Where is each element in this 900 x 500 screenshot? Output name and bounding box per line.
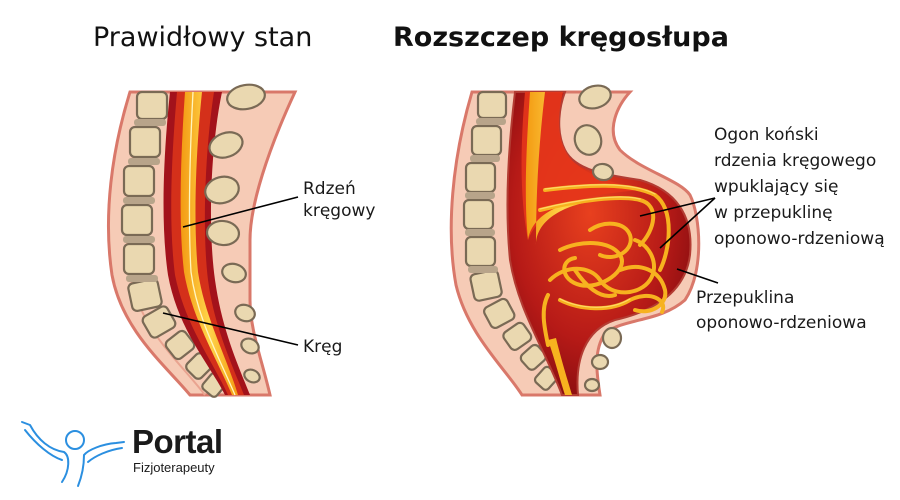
label-spinal-cord-line1: Rdzeń (303, 179, 356, 199)
leader-line-vertebra (162, 312, 299, 346)
label-meningomyelocele: Przepuklina oponowo-rdzeniowa (696, 286, 867, 336)
label-meningo-line1: Przepuklina (696, 288, 795, 308)
person-arms-raised-icon (21, 421, 125, 487)
leader-line-cauda-2 (659, 197, 716, 249)
label-spinal-cord-line2: kręgowy (303, 201, 376, 221)
label-cauda-line4: w przepuklinę (714, 203, 833, 223)
title-spina-bifida: Rozszczep kręgosłupa (393, 22, 729, 53)
logo-subtitle: Fizjoterapeuty (133, 460, 215, 475)
label-cauda-line2: rdzenia kręgowego (714, 151, 877, 171)
normal-spine-diagram (106, 83, 299, 398)
label-cauda-line5: oponowo-rdzeniową (714, 229, 885, 249)
leader-line-spinal-cord (182, 196, 299, 228)
label-cauda-line3: wpuklający się (714, 177, 839, 197)
label-meningo-line2: oponowo-rdzeniowa (696, 313, 867, 333)
leader-line-cauda-1 (639, 197, 716, 217)
label-spinal-cord: Rdzeń kręgowy (303, 178, 375, 222)
label-cauda-equina: Ogon koński rdzenia kręgowego wpuklający… (714, 122, 885, 252)
label-vertebra: Kręg (303, 337, 343, 357)
logo-title: Portal (132, 423, 223, 460)
spinous-processes (204, 83, 266, 384)
spina-bifida-diagram (449, 84, 719, 397)
leader-line-meningomyelocele (676, 268, 719, 284)
cauda-equina-nerves (538, 183, 671, 347)
label-cauda-line1: Ogon koński (714, 125, 819, 145)
title-normal-state: Prawidłowy stan (93, 22, 313, 53)
